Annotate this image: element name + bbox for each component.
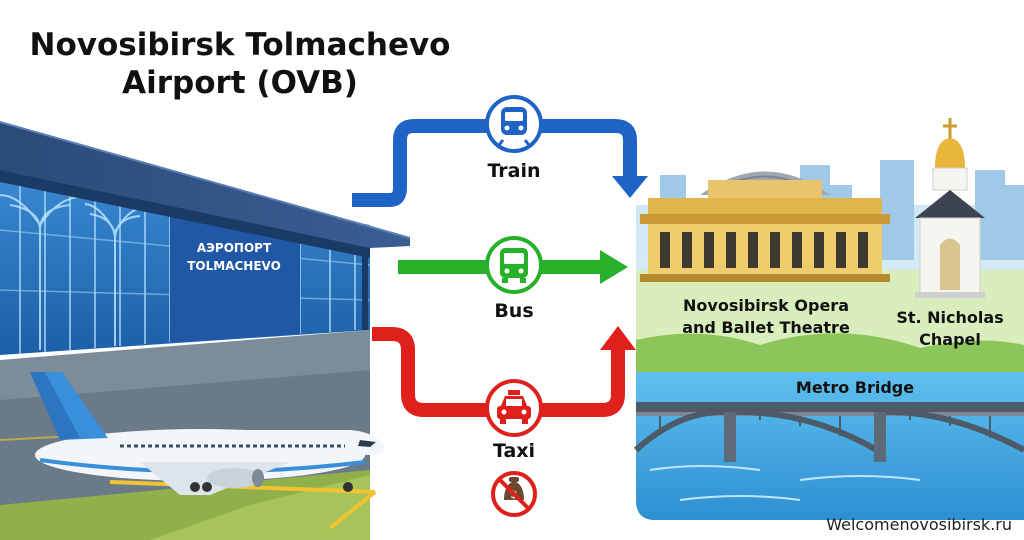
terminal-sign-line1: АЭРОПОРТ [197,241,272,255]
airplane [30,372,386,495]
train-label: Train [487,160,541,182]
train-icon [485,95,543,153]
bus-icon [485,236,543,294]
bus-label: Bus [494,300,534,322]
site-credit: Welcomenovosibirsk.ru [826,515,1012,534]
city-scene [633,118,1024,520]
chapel-label-line-1: St. Nicholas [896,308,1004,327]
taxi-label: Taxi [492,440,536,462]
taxi-icon [485,379,543,437]
airport-scene [0,121,411,540]
taxi-arrowhead [600,326,636,350]
opera-theatre [640,171,890,282]
title-line-2: Airport (OVB) [122,65,358,101]
no-money-icon: $ [491,471,537,517]
bridge-label: Metro Bridge [795,378,915,397]
opera-label-line-2: and Ballet Theatre [682,318,850,337]
title-line-1: Novosibirsk Tolmachevo [29,27,451,63]
chapel-label-line-2: Chapel [919,330,981,349]
opera-label-line-1: Novosibirsk Opera [683,296,849,315]
taxi-route-arrow [372,327,625,417]
train-arrowhead [612,176,648,198]
bus-arrowhead [600,250,628,284]
train-route-arrow [352,119,637,207]
st-nicholas-chapel [915,118,985,298]
metro-bridge [633,402,1024,462]
terminal-sign-line2: TOLMACHEVO [187,259,281,273]
